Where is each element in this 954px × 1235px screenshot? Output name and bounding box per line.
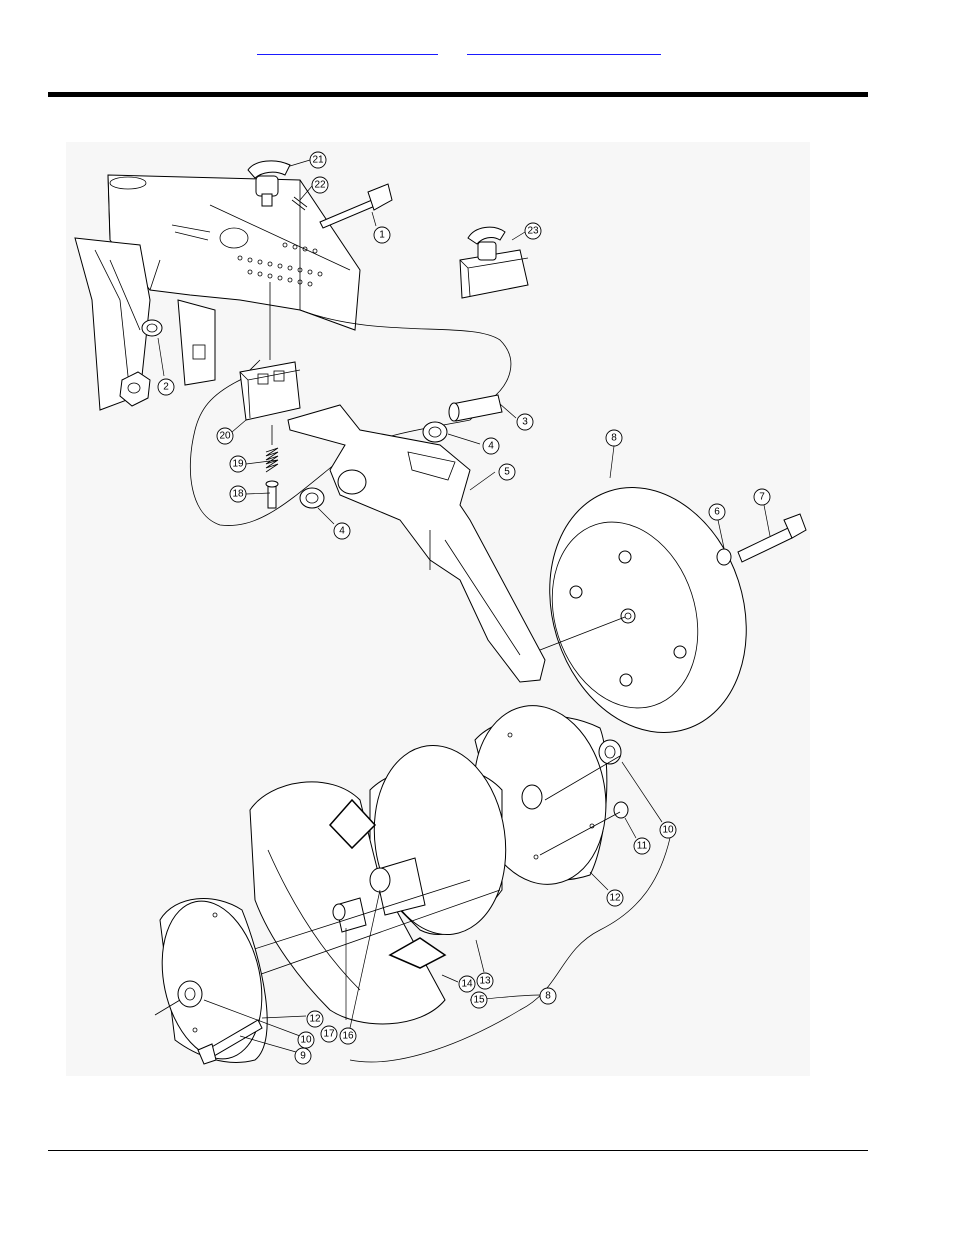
svg-text:1: 1 <box>379 230 385 241</box>
svg-text:6: 6 <box>714 507 720 518</box>
svg-text:22: 22 <box>314 180 326 191</box>
svg-text:4: 4 <box>488 441 494 452</box>
nut <box>142 320 162 336</box>
wheel-bolt <box>738 514 806 562</box>
bearing-right <box>599 740 621 764</box>
bearing-left <box>178 981 202 1007</box>
svg-text:8: 8 <box>611 433 617 444</box>
svg-text:11: 11 <box>637 841 648 852</box>
svg-text:16: 16 <box>342 1031 354 1042</box>
callout-10-left: 10 <box>298 1032 314 1048</box>
svg-text:7: 7 <box>759 492 765 503</box>
svg-text:3: 3 <box>522 417 528 428</box>
callout-7: 7 <box>754 489 770 505</box>
svg-text:15: 15 <box>473 995 485 1006</box>
gauge-arm <box>288 405 545 682</box>
callout-16: 16 <box>340 1028 356 1044</box>
callout-4-lower: 4 <box>334 523 350 539</box>
svg-text:10: 10 <box>300 1035 312 1046</box>
callout-8-lower: 8 <box>540 988 556 1004</box>
svg-text:18: 18 <box>232 489 244 500</box>
callout-4-upper: 4 <box>483 438 499 454</box>
pin <box>266 481 278 508</box>
svg-text:9: 9 <box>300 1051 306 1062</box>
callout-21: 21 <box>310 152 326 168</box>
svg-text:12: 12 <box>609 893 621 904</box>
svg-text:14: 14 <box>461 979 473 990</box>
callout-2: 2 <box>158 379 174 395</box>
bushing-upper <box>423 422 447 442</box>
washer-right <box>614 802 628 818</box>
callout-11: 11 <box>634 838 650 854</box>
lock-washer <box>717 549 731 565</box>
handle-assembly <box>460 227 528 298</box>
shaft <box>449 395 502 421</box>
svg-text:13: 13 <box>479 976 491 987</box>
callout-18: 18 <box>230 486 246 502</box>
svg-text:4: 4 <box>339 526 345 537</box>
callout-10-right: 10 <box>660 822 676 838</box>
callout-23: 23 <box>525 223 541 239</box>
callout-12-right: 12 <box>607 890 623 906</box>
svg-text:2: 2 <box>163 382 169 393</box>
footer-rule <box>48 1150 868 1151</box>
callout-5: 5 <box>499 464 515 480</box>
callout-13: 13 <box>477 973 493 989</box>
svg-text:8: 8 <box>545 991 551 1002</box>
callout-17: 17 <box>321 1026 337 1042</box>
svg-text:17: 17 <box>323 1029 335 1040</box>
svg-text:21: 21 <box>312 155 324 166</box>
callout-8-upper: 8 <box>606 430 622 446</box>
svg-text:19: 19 <box>232 459 244 470</box>
callout-19: 19 <box>230 456 246 472</box>
pivot-bolt <box>320 184 392 228</box>
svg-text:10: 10 <box>662 825 674 836</box>
callout-20: 20 <box>217 428 233 444</box>
callout-9: 9 <box>295 1048 311 1064</box>
callout-15: 15 <box>471 992 487 1008</box>
bushing-lower <box>300 488 324 508</box>
svg-text:23: 23 <box>527 226 539 237</box>
callout-14: 14 <box>459 976 475 992</box>
svg-text:20: 20 <box>219 431 231 442</box>
callout-1: 1 <box>374 227 390 243</box>
wheel-half-left <box>148 892 275 1068</box>
callout-3: 3 <box>517 414 533 430</box>
callout-22: 22 <box>312 177 328 193</box>
callout-12-left: 12 <box>307 1011 323 1027</box>
callout-6: 6 <box>709 504 725 520</box>
svg-text:5: 5 <box>504 467 510 478</box>
svg-text:12: 12 <box>309 1014 321 1025</box>
